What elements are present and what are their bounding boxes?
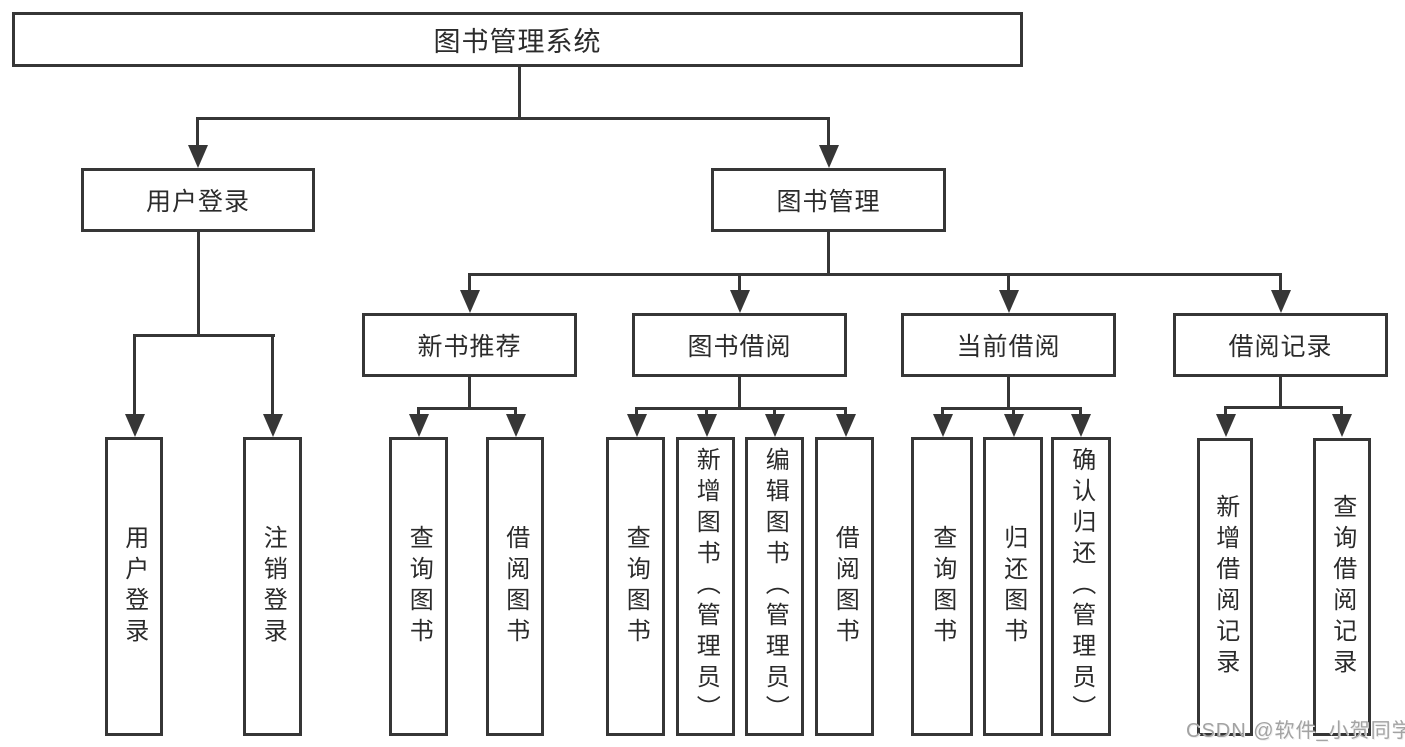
node-root-system: 图书管理系统 <box>12 12 1023 67</box>
edge-arrow-records <box>1270 273 1291 313</box>
leaf-borrow-edit-books-admin-label: 编辑图书（管理员） <box>761 447 789 726</box>
leaf-user-login-label: 用户登录 <box>120 524 148 649</box>
leaf-current-query-books-label: 查询图书 <box>928 524 956 649</box>
edge-records-stem <box>1279 377 1282 409</box>
edge-records-bus <box>1224 406 1343 409</box>
node-current-borrow: 当前借阅 <box>901 313 1116 377</box>
edge-arrow-borrow-leaf3 <box>764 407 785 437</box>
leaf-borrow-query-books-label: 查询图书 <box>622 524 650 649</box>
leaf-current-query-books: 查询图书 <box>911 437 973 736</box>
edge-arrow-current <box>998 273 1019 313</box>
edge-borrow-bus <box>635 407 847 410</box>
leaf-records-query-record-label: 查询借阅记录 <box>1328 494 1356 680</box>
edge-arrow-current-leaf2 <box>1003 407 1024 437</box>
edge-recommend-bus <box>417 407 517 410</box>
edge-arrow-borrow <box>729 273 750 313</box>
leaf-recommend-query-books-label: 查询图书 <box>405 524 433 649</box>
leaf-user-login: 用户登录 <box>105 437 163 736</box>
node-user-login: 用户登录 <box>81 168 315 232</box>
edge-arrow-current-leaf3 <box>1070 407 1091 437</box>
edge-root-bus <box>197 117 830 120</box>
edge-arrow-recommend-leaf2 <box>505 407 526 437</box>
edge-arrow-login-leaf2 <box>262 334 283 437</box>
edge-arrow-borrow-leaf1 <box>626 407 647 437</box>
node-book-borrow-label: 图书借阅 <box>687 333 792 361</box>
node-book-borrow: 图书借阅 <box>632 313 847 377</box>
leaf-current-confirm-return-admin: 确认归还（管理员） <box>1051 437 1111 736</box>
edge-arrow-records-leaf2 <box>1331 406 1352 437</box>
edge-current-stem <box>1007 377 1010 409</box>
edge-arrow-current-leaf1 <box>932 407 953 437</box>
leaf-current-return-books-label: 归还图书 <box>999 524 1027 649</box>
edge-arrow-records-leaf1 <box>1215 406 1236 437</box>
leaf-records-add-record: 新增借阅记录 <box>1197 438 1253 736</box>
leaf-recommend-query-books: 查询图书 <box>389 437 448 736</box>
edge-mgmt-stem <box>827 232 830 275</box>
leaf-borrow-add-books-admin: 新增图书（管理员） <box>676 437 735 736</box>
leaf-recommend-borrow-books-label: 借阅图书 <box>501 524 529 649</box>
node-borrow-records: 借阅记录 <box>1173 313 1388 377</box>
edge-login-bus <box>133 334 275 337</box>
leaf-logout: 注销登录 <box>243 437 302 736</box>
leaf-current-confirm-return-admin-label: 确认归还（管理员） <box>1067 447 1095 726</box>
leaf-borrow-borrow-books-label: 借阅图书 <box>831 524 859 649</box>
node-new-book-recommend: 新书推荐 <box>362 313 577 377</box>
edge-arrow-login-leaf1 <box>124 334 145 437</box>
leaf-current-return-books: 归还图书 <box>983 437 1043 736</box>
edge-login-stem <box>197 232 200 334</box>
leaf-borrow-borrow-books: 借阅图书 <box>815 437 874 736</box>
edge-current-bus <box>941 407 1082 410</box>
edge-arrow-user-login <box>187 117 208 168</box>
node-new-book-recommend-label: 新书推荐 <box>417 333 522 361</box>
edge-arrow-recommend <box>459 273 480 313</box>
leaf-borrow-add-books-admin-label: 新增图书（管理员） <box>692 447 720 726</box>
edge-recommend-stem <box>468 377 471 409</box>
node-book-management: 图书管理 <box>711 168 946 232</box>
leaf-logout-label: 注销登录 <box>259 524 287 649</box>
edge-arrow-borrow-leaf2 <box>696 407 717 437</box>
leaf-borrow-edit-books-admin: 编辑图书（管理员） <box>745 437 804 736</box>
edge-arrow-borrow-leaf4 <box>835 407 856 437</box>
csdn-watermark: CSDN @软件_小贺同学 <box>1186 720 1405 742</box>
node-borrow-records-label: 借阅记录 <box>1228 333 1333 361</box>
leaf-records-query-record: 查询借阅记录 <box>1313 438 1371 736</box>
node-root-label: 图书管理系统 <box>433 27 602 57</box>
edge-arrow-book-mgmt <box>818 117 839 168</box>
node-current-borrow-label: 当前借阅 <box>956 333 1061 361</box>
node-user-login-label: 用户登录 <box>145 188 250 216</box>
edge-borrow-stem <box>738 377 741 409</box>
edge-root-stem <box>518 67 521 117</box>
leaf-borrow-query-books: 查询图书 <box>606 437 665 736</box>
leaf-recommend-borrow-books: 借阅图书 <box>486 437 544 736</box>
node-book-management-label: 图书管理 <box>776 188 881 216</box>
leaf-records-add-record-label: 新增借阅记录 <box>1211 494 1239 680</box>
edge-arrow-recommend-leaf1 <box>408 407 429 437</box>
edge-mgmt-bus <box>468 273 1282 276</box>
